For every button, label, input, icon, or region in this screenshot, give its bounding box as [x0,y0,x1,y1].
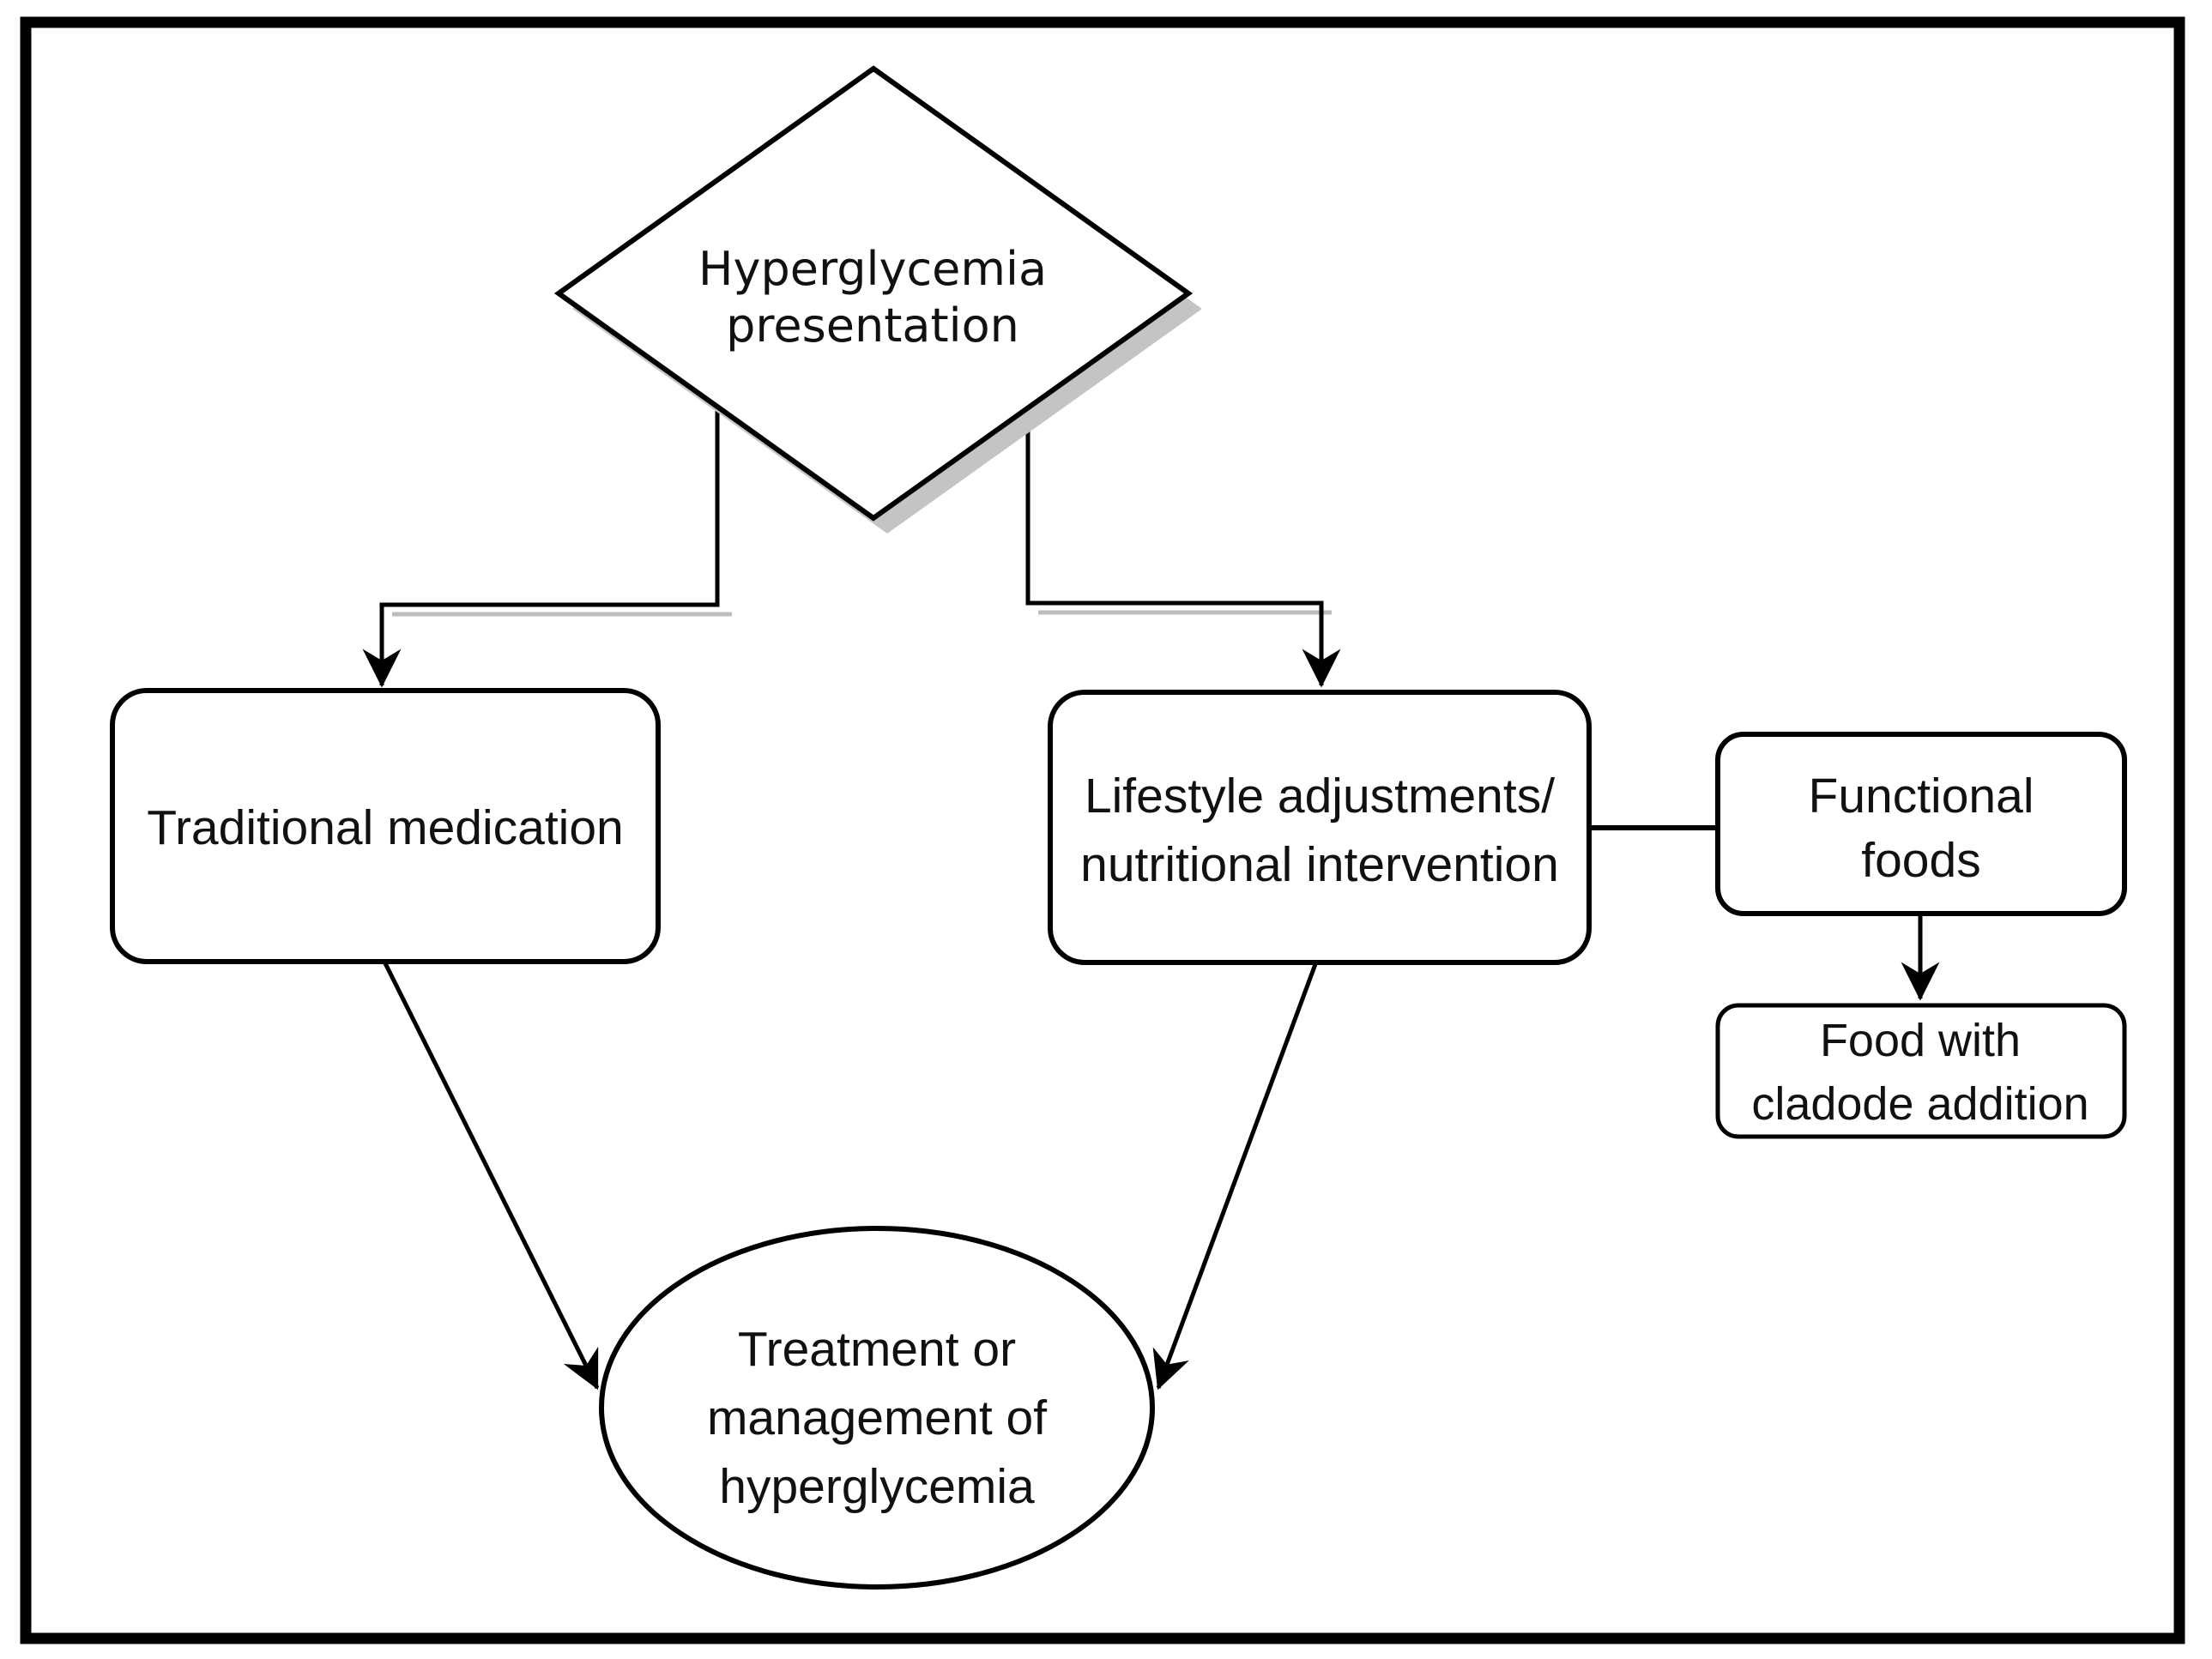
node-cladode-food-box [1715,1003,2127,1139]
cladode-food-label-line2: cladode addition [1751,1078,2088,1130]
node-traditional-medication-box [110,688,661,964]
node-functional-foods-box [1715,732,2127,916]
edge-lifestyle-to-treatment [1152,963,1318,1391]
node-hyperglycemia-diamond [553,65,1194,522]
traditional-medication-label: Traditional medication [147,800,624,855]
edge-hyperglycemia-to-traditional [362,403,720,688]
cladode-food-label-line1: Food with [1820,1015,2021,1066]
treatment-label-line3: hyperglycemia [719,1459,1035,1514]
hyperglycemia-label-line2: presentation [726,299,1019,353]
treatment-label-line2: management of [707,1391,1047,1445]
edge-hyperglycemia-to-lifestyle [1025,401,1341,688]
edge-traditional-to-treatment [382,960,600,1391]
node-lifestyle-box [1048,690,1592,965]
functional-foods-label-line2: foods [1861,833,1980,888]
hyperglycemia-label-line1: Hyperglycemia [698,242,1047,296]
lifestyle-label-line1: Lifestyle adjustments/ [1085,769,1555,823]
treatment-label-line1: Treatment or [738,1322,1016,1377]
functional-foods-label-line1: Functional [1809,769,2034,823]
lifestyle-label-line2: nutritional intervention [1080,837,1559,892]
node-treatment-ellipse [599,1226,1155,1590]
